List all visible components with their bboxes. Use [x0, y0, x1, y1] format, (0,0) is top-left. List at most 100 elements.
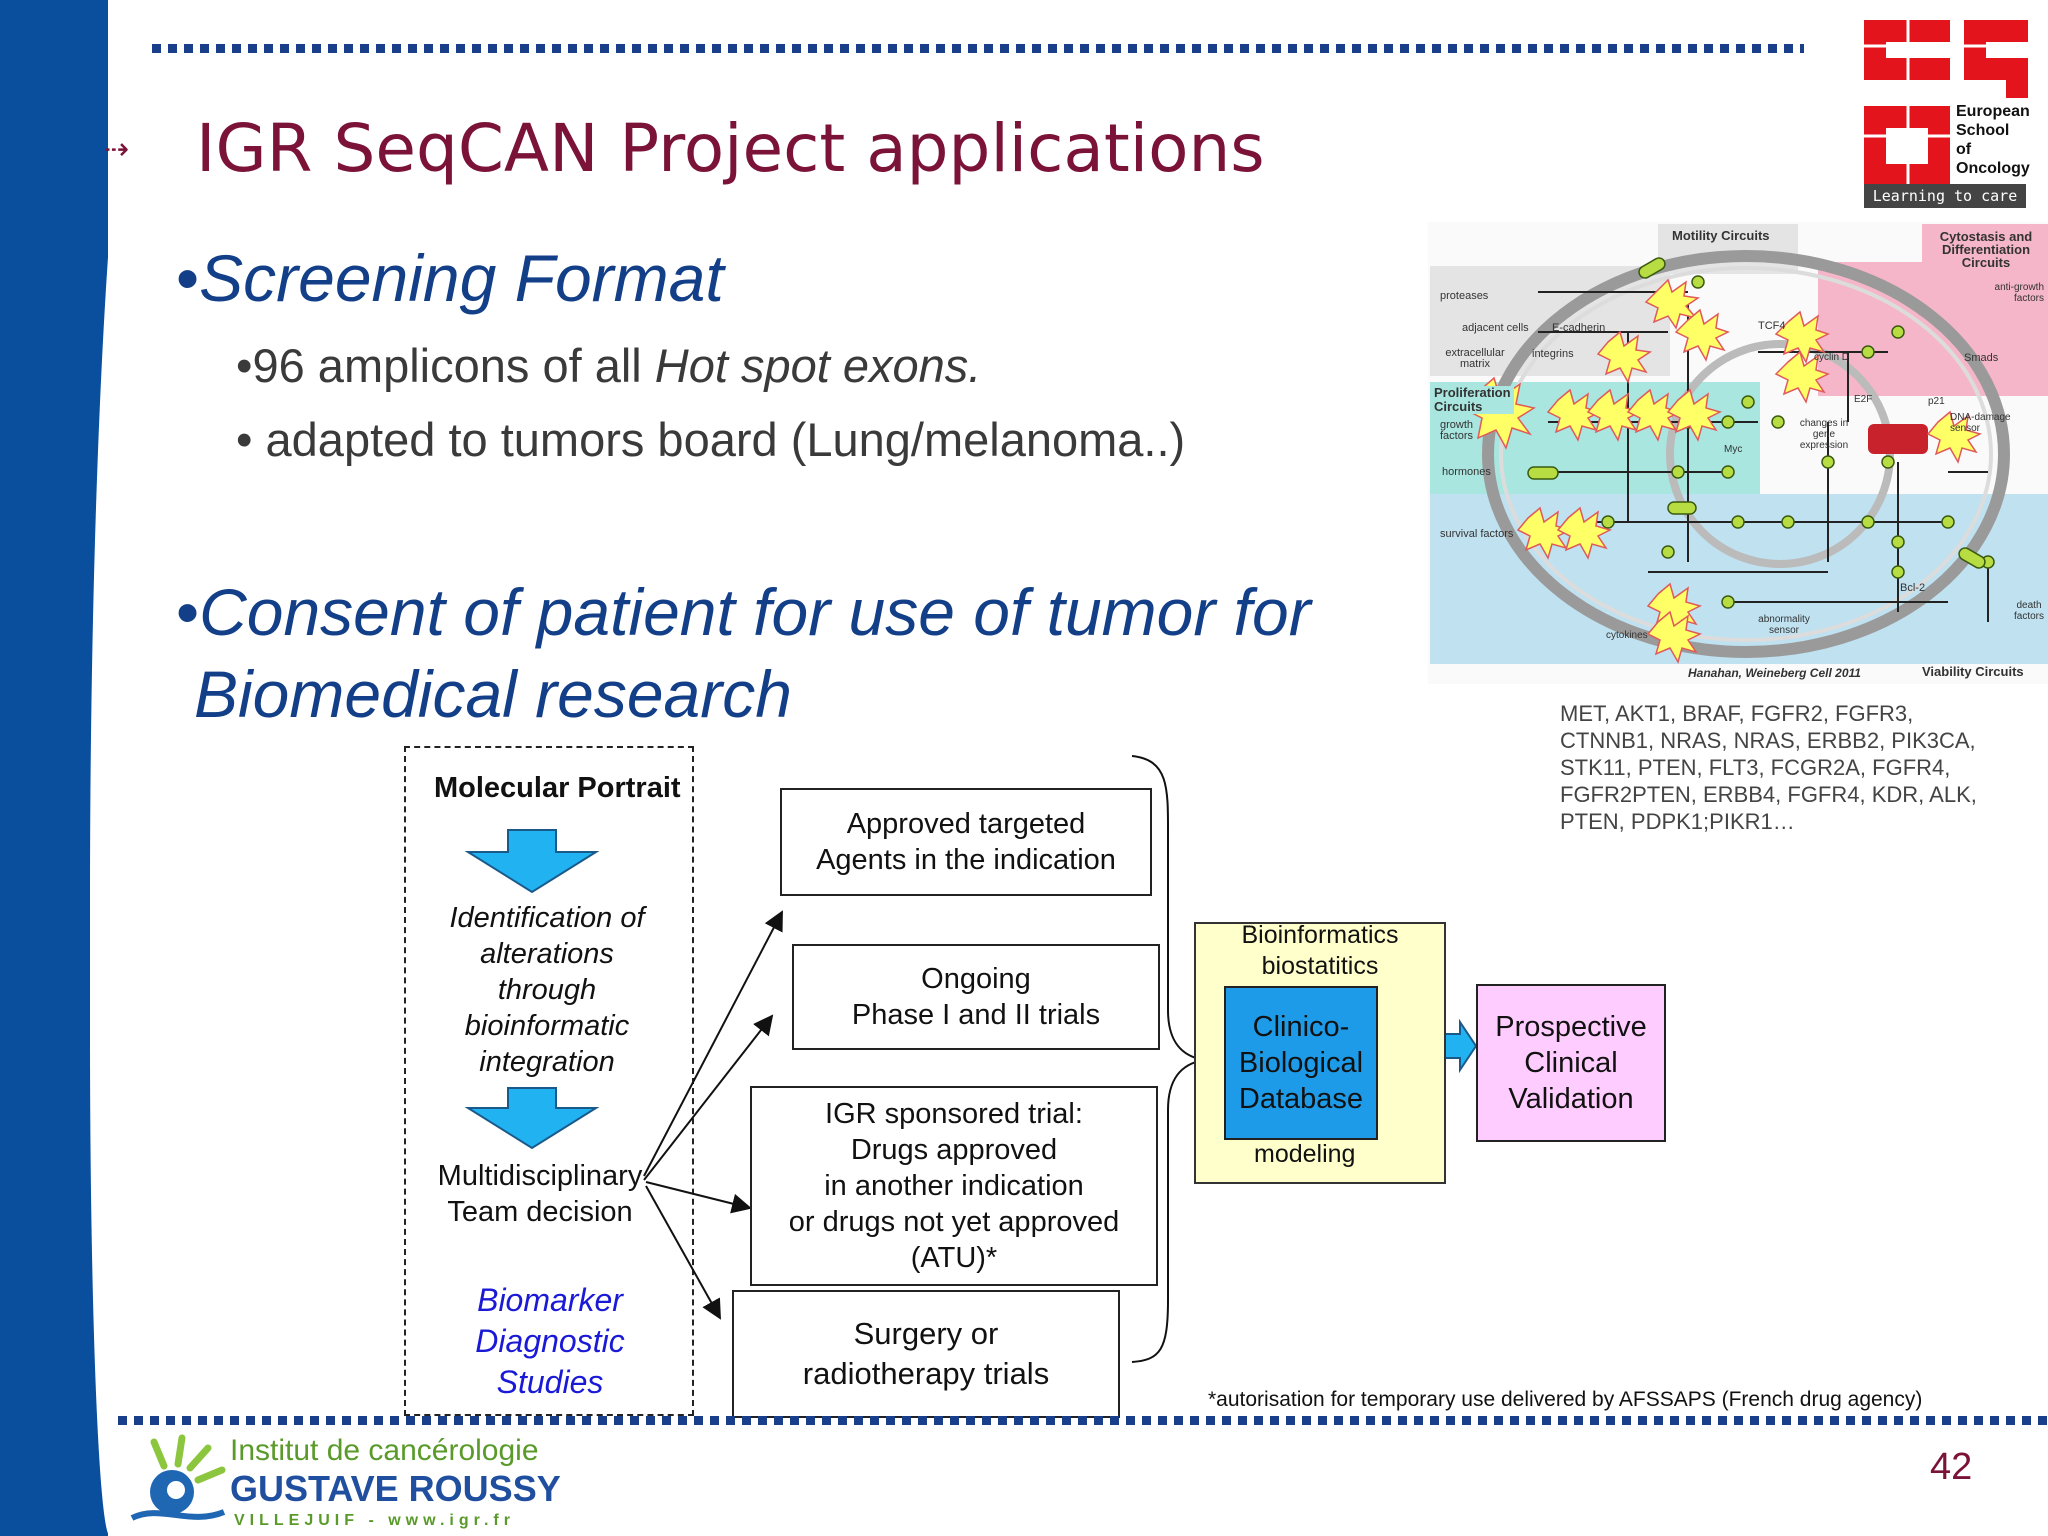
hm-adjacent-cells: adjacent cells — [1462, 322, 1529, 334]
gene-line: STK11, PTEN, FLT3, FCGR2A, FGFR4, — [1560, 755, 1951, 780]
title-arrow-icon: ⇢ — [104, 133, 130, 166]
hm-proteases: proteases — [1440, 290, 1489, 302]
bullet-dot: • — [236, 413, 253, 466]
consent-line2: Biomedical research — [194, 657, 792, 731]
bullet-dot: • — [176, 241, 200, 315]
identification-line: alterations — [480, 938, 614, 970]
screening-format-text: Screening Format — [199, 241, 724, 315]
bullet-screening-format: •Screening Format — [176, 240, 724, 316]
bioinfo-line: biostatitics — [1261, 952, 1379, 980]
arrow-to-surgery — [645, 1185, 721, 1320]
down-arrow-icon — [464, 829, 600, 894]
top-dotted-rule — [152, 44, 1804, 53]
hm-p21: p21 — [1928, 396, 1945, 407]
hm-death-factors: death factors — [2013, 600, 2044, 622]
down-arrow-icon — [464, 1087, 600, 1150]
bullet-amplicons: •96 amplicons of all Hot spot exons. — [236, 338, 981, 393]
bottom-dotted-rule — [118, 1416, 2048, 1425]
approved-line: Agents in the indication — [816, 844, 1116, 876]
igr-line: Drugs approved — [850, 1134, 1058, 1166]
proliferation-label: Proliferation Circuits — [1434, 386, 1514, 414]
esso-line1: European — [1956, 103, 2030, 120]
ongoing-line: Ongoing — [921, 963, 1031, 995]
hm-ecm: extracellular matrix — [1445, 347, 1505, 370]
hm-dna-damage: DNA-damage sensor — [1950, 412, 2011, 434]
hm-smads: Smads — [1964, 352, 1999, 364]
hm-survival-factors: survival factors — [1440, 528, 1514, 540]
bullet-tumors-board: • adapted to tumors board (Lung/melanoma… — [236, 412, 1185, 467]
igr-line: in another indication — [824, 1170, 1084, 1202]
igr-logo-line3: VILLEJUIF - www.igr.fr — [234, 1512, 515, 1529]
atu-footnote: *autorisation for temporary use delivere… — [1208, 1388, 1923, 1411]
hm-myc: Myc — [1724, 444, 1743, 455]
viability-label: Viability Circuits — [1922, 664, 2024, 679]
hm-hormones: hormones — [1442, 466, 1491, 478]
clinico-line: Biological — [1238, 1047, 1364, 1079]
prospective-line: Validation — [1508, 1083, 1634, 1115]
clinico-line: Clinico- — [1252, 1011, 1350, 1043]
hm-growth-factors: growth factors — [1440, 419, 1474, 442]
biomarker-text: Biomarker Diagnostic Studies — [430, 1280, 670, 1403]
bioinformatics-text: Bioinformatics biostatitics — [1196, 920, 1444, 982]
right-arrow-icon — [1443, 1018, 1478, 1074]
identification-line: Identification of — [449, 902, 645, 934]
biomarker-line: Studies — [496, 1364, 604, 1400]
surgery-line: radiotherapy trials — [802, 1356, 1050, 1391]
approved-line: Approved targeted — [846, 808, 1086, 840]
igr-line: or drugs not yet approved — [788, 1206, 1120, 1238]
hm-cytokines: cytokines — [1606, 630, 1648, 641]
identification-line: integration — [479, 1046, 615, 1078]
motility-label: Motility Circuits — [1672, 228, 1770, 243]
gene-line: FGFR2PTEN, ERBB4, FGFR4, KDR, ALK, — [1560, 782, 1977, 807]
hallmarks-diagram: Motility Circuits Cytostasis and Differe… — [1428, 222, 2048, 684]
hotspot-exons-text: Hot spot exons. — [654, 339, 982, 392]
prospective-line: Clinical — [1524, 1047, 1618, 1079]
mdt-text: Multidisciplinary Team decision — [406, 1158, 674, 1230]
hallmarks-network — [1464, 250, 2010, 664]
modeling-text: modeling — [1254, 1140, 1356, 1168]
identification-line: through — [497, 974, 597, 1006]
hm-e2f: E2F — [1854, 394, 1873, 405]
surgery-line: Surgery or — [853, 1316, 999, 1351]
cytostasis-header-bg — [1922, 224, 2048, 274]
mdt-line: Team decision — [447, 1196, 633, 1228]
hm-e-cadherin: E-cadherin — [1552, 322, 1606, 334]
bioinfo-line: Bioinformatics — [1241, 921, 1399, 949]
igr-logo: Institut de cancérologie GUSTAVE ROUSSY … — [130, 1432, 570, 1532]
tumors-board-text: adapted to tumors board (Lung/melanoma..… — [265, 413, 1186, 466]
amplicons-text: 96 amplicons of all — [252, 339, 655, 392]
hm-gene-expression: changes in gene expression — [1799, 418, 1849, 451]
igr-sponsored-trial-box: IGR sponsored trial: Drugs approved in a… — [750, 1086, 1158, 1286]
slide-title: IGR SeqCAN Project applications — [196, 110, 1265, 187]
molecular-portrait-title: Molecular Portrait — [434, 772, 681, 804]
esso-line2: School — [1956, 122, 2009, 139]
gene-line: MET, AKT1, BRAF, FGFR2, FGFR3, — [1560, 701, 1914, 726]
consent-line1: Consent of patient for use of tumor for — [199, 575, 1311, 649]
hm-tcf4: TCF4 — [1758, 320, 1786, 332]
bullet-dot: • — [176, 575, 200, 649]
arrow-to-approved — [643, 910, 783, 1177]
bullet-consent: •Consent of patient for use of tumor for — [176, 574, 1311, 650]
igr-logo-line1: Institut de cancérologie — [230, 1434, 539, 1467]
igr-sun-icon — [130, 1434, 226, 1521]
esso-line3: of — [1956, 141, 1972, 158]
biomarker-line: Biomarker — [477, 1282, 623, 1318]
igr-line: IGR sponsored trial: — [825, 1098, 1083, 1130]
esso-logo-mark: European School of Oncology — [1860, 16, 2030, 191]
gene-line: CTNNB1, NRAS, NRAS, ERBB2, PIK3CA, — [1560, 728, 1976, 753]
gene-line: PTEN, PDPK1;PIKR1… — [1560, 809, 1795, 834]
esso-logo: European School of Oncology Learning to … — [1860, 16, 2030, 212]
ongoing-line: Phase I and II trials — [851, 999, 1101, 1031]
hm-bcl2: Bcl-2 — [1900, 582, 1926, 594]
hm-cyclin-d: cyclin D — [1814, 352, 1850, 363]
arrow-to-igr — [645, 1181, 752, 1214]
identification-text: Identification of alterations through bi… — [416, 900, 678, 1080]
surgery-trials-box: Surgery or radiotherapy trials — [732, 1290, 1120, 1418]
igr-line: (ATU)* — [910, 1242, 998, 1274]
clinico-line: Database — [1238, 1083, 1364, 1115]
gene-list: MET, AKT1, BRAF, FGFR2, FGFR3, CTNNB1, N… — [1560, 700, 1977, 835]
hm-integrins: integrins — [1532, 348, 1574, 360]
